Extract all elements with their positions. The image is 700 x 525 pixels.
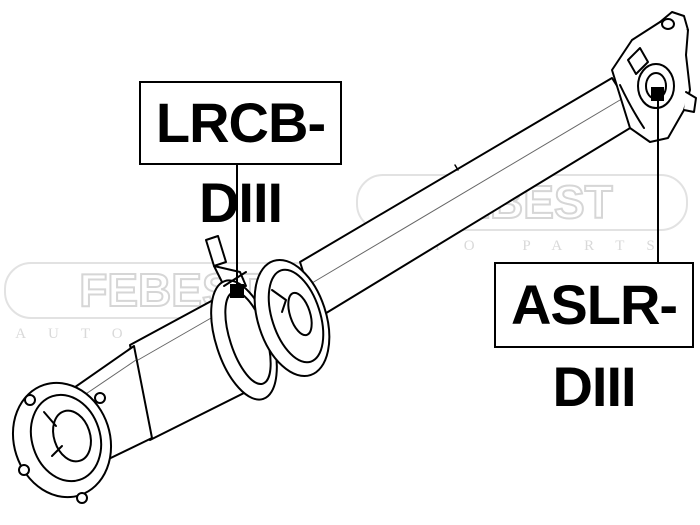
rear-cv-flange: [11, 381, 113, 504]
callout-aslr-leader: [651, 87, 664, 262]
part-label-aslr: ASLR-DIII: [494, 262, 694, 418]
front-flange-yoke: [611, 11, 697, 143]
callout-lrcb-leader: [230, 165, 244, 298]
flex-coupling: [253, 258, 331, 378]
part-label-lrcb: LRCB-DIII: [139, 81, 342, 234]
